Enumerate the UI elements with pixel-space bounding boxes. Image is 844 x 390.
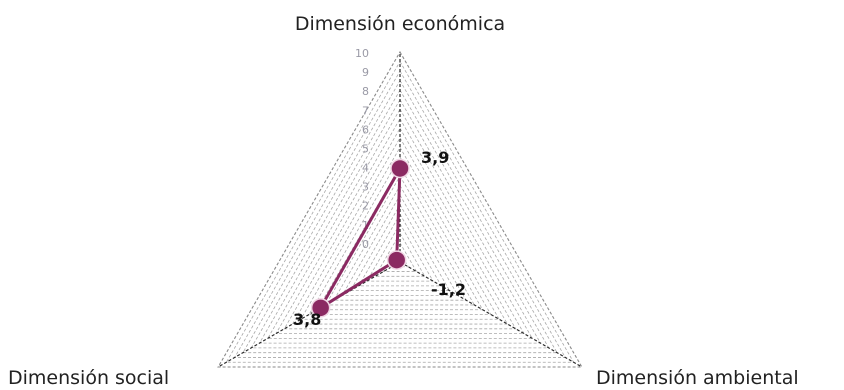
radar-spokes — [217, 52, 583, 368]
axis-label-ambiental: Dimensión ambiental — [596, 367, 799, 389]
grid-ring-4 — [366, 223, 434, 282]
tick-label-10: 10 — [355, 47, 369, 60]
grid-ring-11 — [308, 156, 492, 315]
tick-label-8: 8 — [362, 85, 369, 98]
grid-ring-8 — [333, 184, 467, 301]
series-line-0 — [319, 166, 402, 310]
spoke-2 — [217, 261, 401, 368]
grid-ring-15 — [275, 118, 525, 334]
value-label-economica: 3,9 — [421, 148, 449, 167]
tick-label-7: 7 — [362, 104, 369, 117]
radar-grid — [217, 50, 583, 368]
tick-label-4: 4 — [362, 162, 369, 175]
tick-label-9: 9 — [362, 66, 369, 79]
grid-ring-6 — [349, 203, 451, 292]
data-point-0 — [390, 158, 410, 179]
radial-tick-labels: 0 1 2 3 4 5 6 7 8 9 10 — [355, 47, 369, 251]
grid-ring-9 — [324, 175, 476, 306]
tick-label-0: 0 — [362, 238, 369, 251]
grid-ring-7 — [341, 194, 459, 296]
axis-label-social: Dimensión social — [8, 367, 169, 389]
grid-ring-13 — [291, 137, 509, 325]
grid-ring-19 — [242, 79, 558, 354]
grid-ring-22 — [217, 50, 583, 368]
spoke-1 — [399, 261, 583, 368]
grid-ring-21 — [225, 60, 575, 363]
radar-series — [310, 158, 410, 318]
value-label-ambiental: -1,2 — [431, 280, 466, 299]
tick-label-1: 1 — [362, 219, 369, 232]
tick-label-5: 5 — [362, 142, 369, 155]
grid-ring-5 — [357, 213, 443, 287]
tick-label-2: 2 — [362, 200, 369, 213]
data-point-2 — [310, 298, 331, 318]
grid-ring-14 — [283, 127, 517, 330]
value-label-social: 3,8 — [293, 310, 321, 329]
grid-ring-20 — [233, 70, 567, 358]
grid-ring-16 — [267, 108, 533, 339]
grid-ring-10 — [316, 165, 484, 311]
tick-label-3: 3 — [362, 181, 369, 194]
tick-label-6: 6 — [362, 123, 369, 136]
data-point-1 — [386, 250, 407, 270]
grid-ring-12 — [300, 146, 500, 320]
grid-ring-17 — [258, 98, 542, 344]
axis-label-economica: Dimensión económica — [295, 13, 505, 35]
grid-ring-18 — [250, 89, 550, 349]
